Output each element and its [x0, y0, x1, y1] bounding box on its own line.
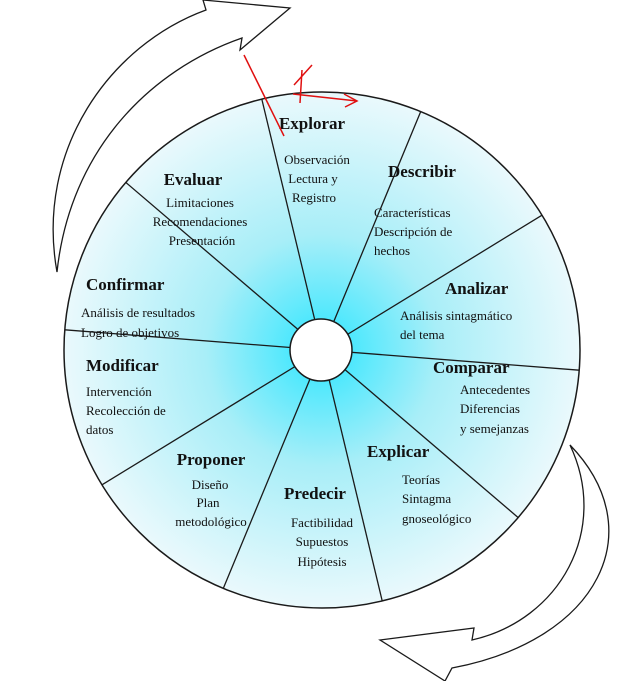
- segment-explicar: Explicar Teorías Sintagma gnoseológico: [367, 442, 471, 526]
- wheel-divider: [222, 349, 323, 589]
- segment-title-explorar: Explorar: [279, 114, 346, 133]
- annotation-arrowhead: [343, 93, 359, 108]
- cycle-arrow-top-left: [52, 0, 292, 273]
- segment-item: hechos: [374, 243, 410, 258]
- segment-title-confirmar: Confirmar: [86, 275, 165, 294]
- wheel-hub: [289, 318, 353, 382]
- wheel-divider: [125, 181, 323, 351]
- segment-title-explicar: Explicar: [367, 442, 430, 461]
- segment-explorar: Explorar Observación Lectura y Registro: [279, 114, 350, 205]
- wheel-divider: [321, 111, 422, 351]
- segment-item: datos: [86, 422, 113, 437]
- segment-item: Registro: [292, 190, 336, 205]
- segment-item: Análisis sintagmático: [400, 308, 512, 323]
- segment-title-analizar: Analizar: [445, 279, 509, 298]
- annotation-line: [293, 64, 313, 86]
- segment-item: Observación: [284, 152, 350, 167]
- segment-item: y semejanzas: [460, 421, 529, 436]
- annotation-line: [292, 93, 358, 102]
- segment-item: Logro de objetivos: [81, 325, 179, 340]
- segment-item: Diferencias: [460, 401, 520, 416]
- segment-title-comparar: Comparar: [433, 358, 510, 377]
- segment-item: Descripción de: [374, 224, 453, 239]
- segment-predecir: Predecir Factibilidad Supuestos Hipótesi…: [284, 484, 354, 569]
- segment-item: Recolección de: [86, 403, 166, 418]
- segment-item: Sintagma: [402, 491, 451, 506]
- wheel-divider: [101, 349, 323, 486]
- segment-item: Características: [374, 205, 451, 220]
- segment-item: del tema: [400, 327, 445, 342]
- segment-analizar: Analizar Análisis sintagmático del tema: [400, 279, 512, 342]
- segment-title-describir: Describir: [388, 162, 456, 181]
- segment-item: metodológico: [175, 514, 247, 529]
- segment-item: Intervención: [86, 384, 152, 399]
- segment-item: Supuestos: [296, 534, 349, 549]
- segment-item: Análisis de resultados: [81, 305, 195, 320]
- segment-item: Hipótesis: [297, 554, 346, 569]
- segment-item: gnoseológico: [402, 511, 471, 526]
- segment-modificar: Modificar Intervención Recolección de da…: [86, 356, 166, 437]
- segment-item: Diseño: [192, 477, 229, 492]
- segment-item: Lectura y: [288, 171, 338, 186]
- segment-item: Teorías: [402, 472, 440, 487]
- wheel-divider: [321, 214, 543, 351]
- wheel-divider: [64, 329, 323, 351]
- segment-confirmar: Confirmar Análisis de resultados Logro d…: [81, 275, 195, 340]
- segment-item: Plan: [196, 495, 220, 510]
- segment-title-proponer: Proponer: [177, 450, 246, 469]
- segment-item: Limitaciones: [166, 195, 234, 210]
- red-annotation-marks: [243, 54, 359, 137]
- segment-evaluar: Evaluar Limitaciones Recomendaciones Pre…: [153, 170, 248, 248]
- wheel-divider: [321, 349, 580, 371]
- wheel-divider: [321, 349, 519, 519]
- segment-title-modificar: Modificar: [86, 356, 159, 375]
- segment-item: Recomendaciones: [153, 214, 248, 229]
- wheel-spokes: [64, 98, 580, 602]
- segment-title-evaluar: Evaluar: [164, 170, 223, 189]
- wheel-divider: [321, 349, 383, 602]
- annotation-line: [243, 54, 285, 137]
- segment-item: Antecedentes: [460, 382, 530, 397]
- segment-item: Factibilidad: [291, 515, 354, 530]
- segment-item: Presentación: [169, 233, 236, 248]
- wheel-divider: [261, 98, 323, 351]
- segment-proponer: Proponer Diseño Plan metodológico: [175, 450, 247, 529]
- segment-comparar: Comparar Antecedentes Diferencias y seme…: [433, 358, 530, 436]
- segment-title-predecir: Predecir: [284, 484, 346, 503]
- cycle-arrow-bottom-right: [378, 444, 610, 682]
- segment-describir: Describir Características Descripción de…: [374, 162, 456, 258]
- annotation-line: [299, 69, 303, 104]
